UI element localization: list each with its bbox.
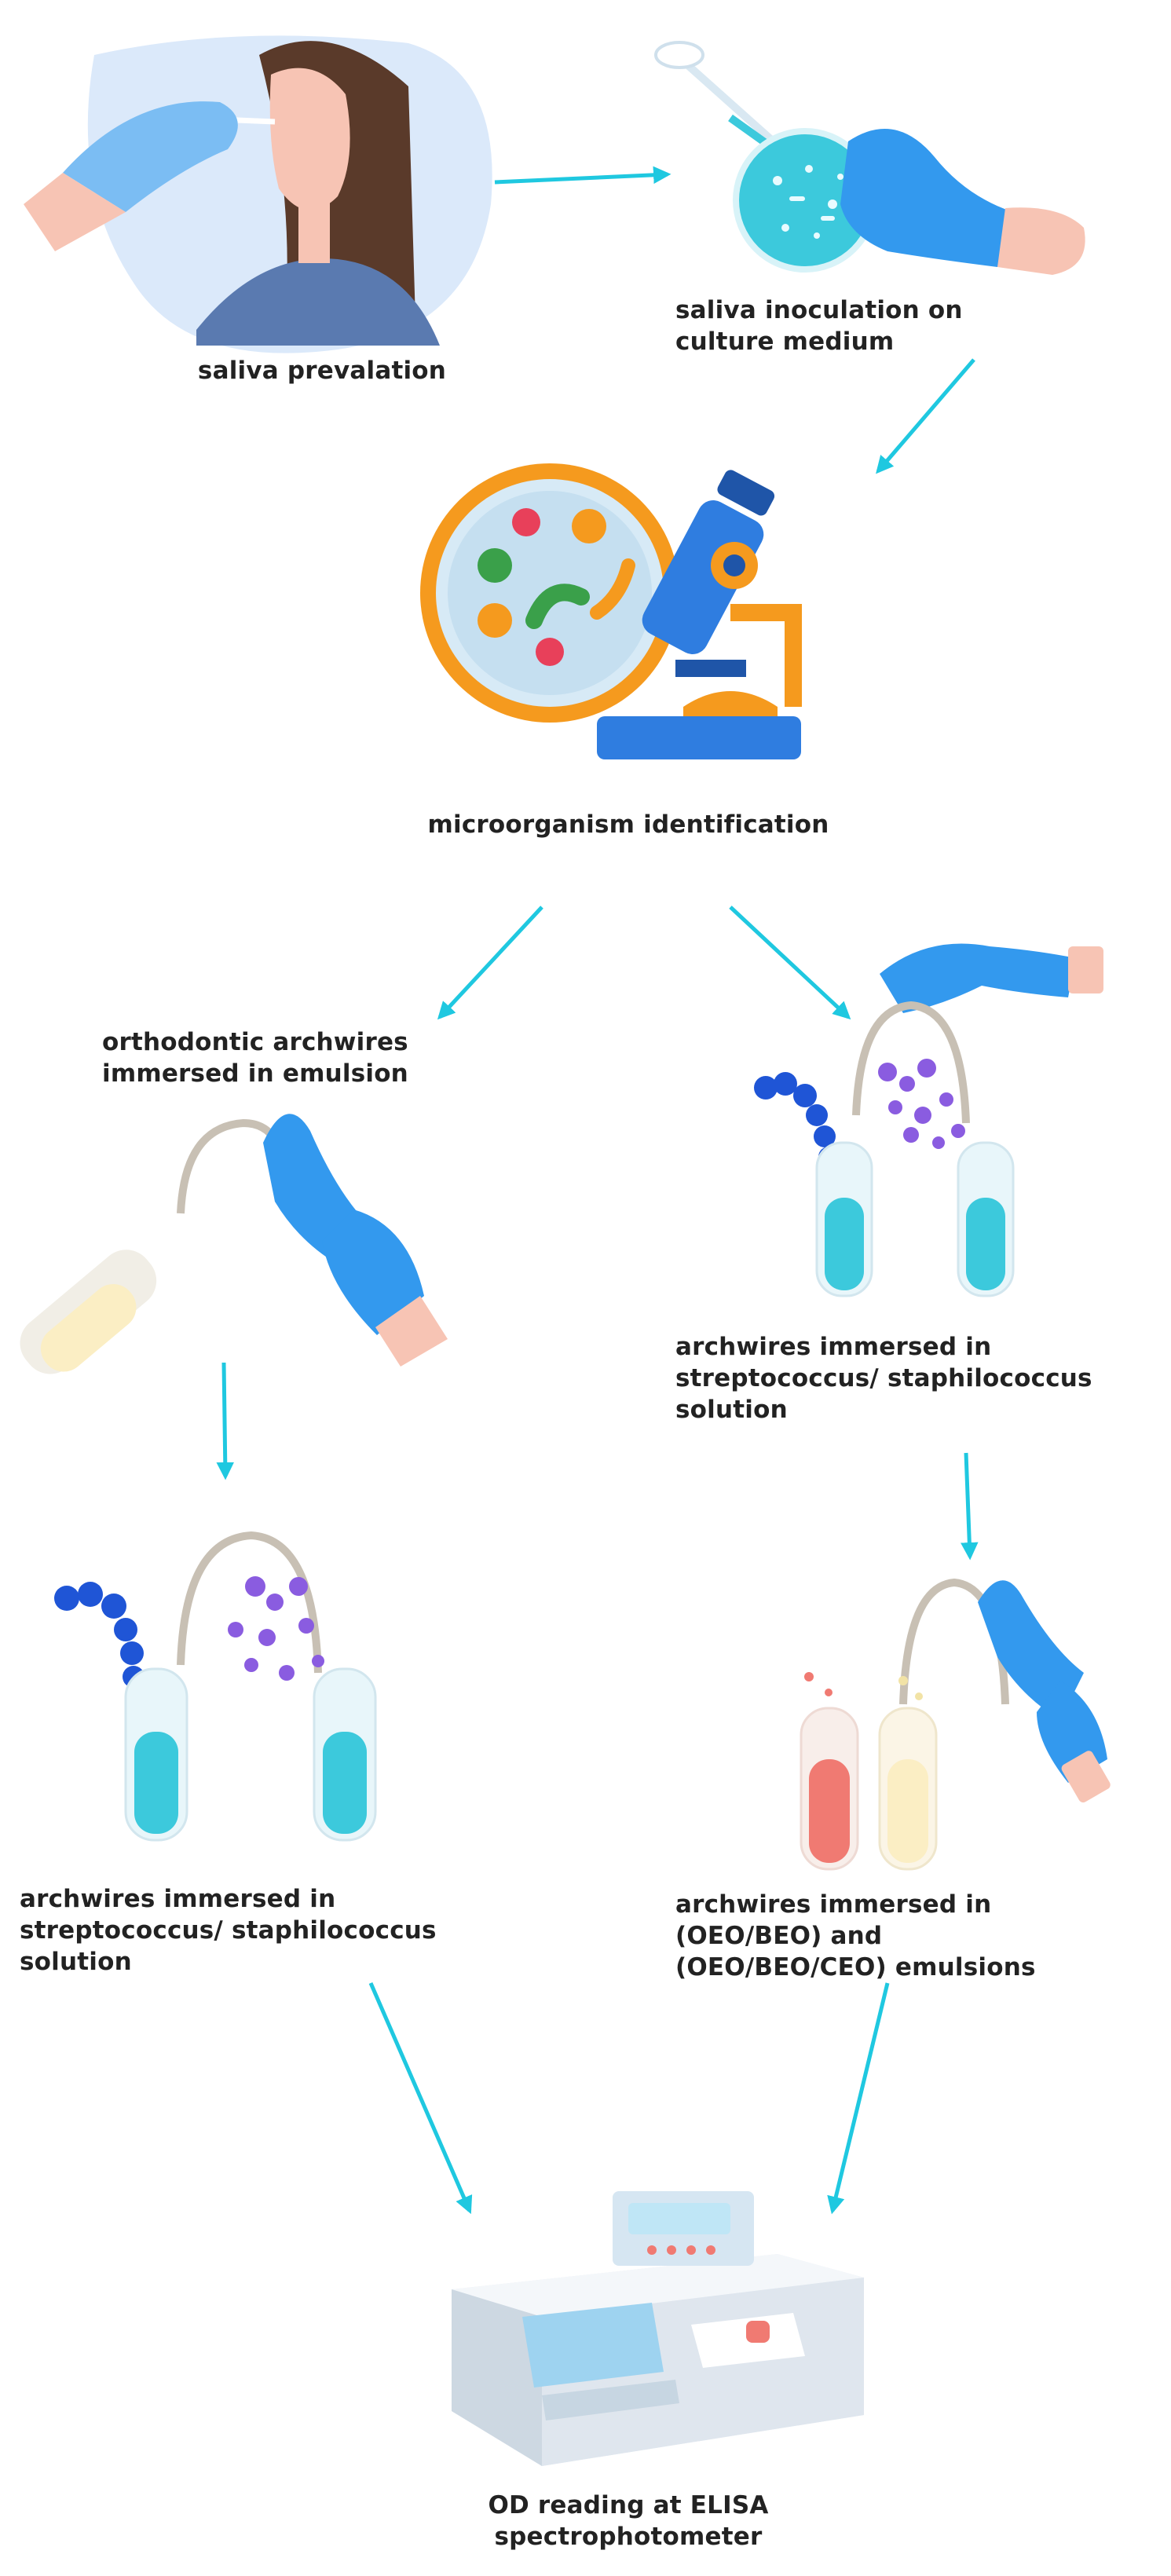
caption-right-bacteria: archwires immersed in streptococcus/ sta… [675,1333,1092,1424]
caption-saliva-sampling: saliva prevalation [197,357,447,385]
flow-arrows [216,166,979,2215]
caption-identification: microorganism identification [427,810,829,839]
caption-left-bacteria: archwires immersed in streptococcus/ sta… [20,1885,437,1976]
arrow-sampling-to-inoculation [494,166,671,185]
saliva-sampling-icon [24,35,492,353]
arrow-left-emulsion-to-bacteria [216,1362,235,1480]
elisa-spectrophotometer-icon [452,2191,864,2466]
archwires-in-bacterial-tubes-icon [754,943,1103,1297]
archwire-in-emulsion-tube-icon [20,1114,448,1374]
caption-reading: OD reading at ELISA spectrophotometer [488,2491,769,2551]
arrow-identification-to-left [437,906,543,1020]
microscope-icon [420,463,802,759]
archwires-in-emulsion-tubes-icon [800,1578,1111,1871]
arrow-right-emulsion-to-reading [827,1982,890,2215]
caption-right-emulsion: archwires immersed in (OEO/BEO) and (OEO… [675,1890,1036,1981]
arrow-right-bacteria-to-emulsion [961,1452,979,1561]
petri-dish-inoculation-icon [654,41,1085,275]
caption-left-emulsion: orthodontic archwires immersed in emulsi… [102,1028,408,1088]
arrow-identification-to-right [729,906,851,1020]
arrow-inoculation-to-identification [876,358,975,474]
caption-inoculation: saliva inoculation on culture medium [675,296,963,356]
arrow-left-bacteria-to-reading [368,1982,473,2215]
archwires-in-bacterial-tubes-icon-left [54,1531,377,1842]
